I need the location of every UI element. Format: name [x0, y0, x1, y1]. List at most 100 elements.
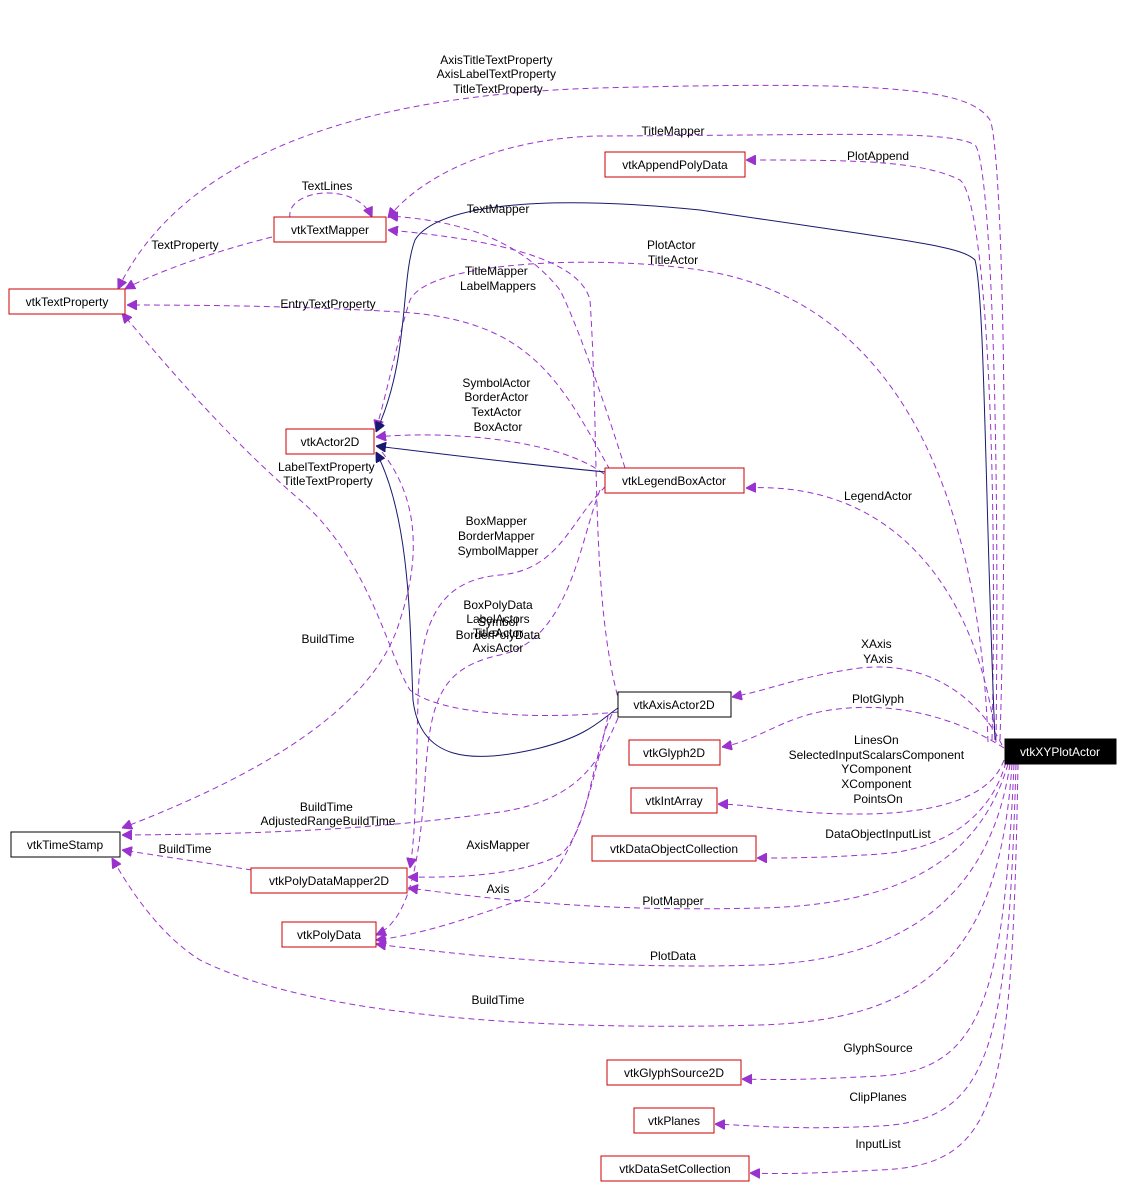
edge-axis-inherits-actor2d: [376, 452, 619, 757]
node-vtkAxisActor2D[interactable]: vtkAxisActor2D: [617, 691, 732, 718]
edge-label-glyph-source: GlyphSource: [843, 1041, 913, 1055]
edge-build-time-bottom: [112, 763, 1013, 1027]
edge-label-build-time-mapper: BuildTime: [159, 842, 212, 856]
edge-label-data-object-input-list: DataObjectInputList: [825, 827, 931, 841]
node-vtkDataObjectCollection[interactable]: vtkDataObjectCollection: [591, 835, 757, 862]
edge-title-mapper: [388, 133, 998, 741]
edge-label-axis-actor: AxisActor: [473, 641, 524, 655]
edge-label-box-poly-data: BoxPolyData: [463, 598, 533, 612]
node-vtkGlyph2D[interactable]: vtkGlyph2D: [628, 739, 721, 766]
edge-label-title-mapper: TitleMapper: [642, 124, 705, 138]
node-label: vtkGlyphSource2D: [624, 1066, 724, 1080]
node-label: vtkTextProperty: [26, 295, 109, 309]
edge-glyph-source: [742, 763, 1015, 1080]
node-label: vtkGlyph2D: [643, 746, 705, 760]
node-label: vtkLegendBoxActor: [622, 474, 726, 488]
edge-box-mapper: [410, 485, 607, 868]
edge-legend-text-mapper: [388, 216, 626, 469]
edge-clip-planes: [715, 763, 1017, 1128]
edges: [112, 84, 1019, 1174]
node-label: vtkActor2D: [301, 435, 360, 449]
edge-legend-actor: [746, 488, 997, 743]
edge-axis: [376, 715, 609, 940]
node-vtkTextProperty[interactable]: vtkTextProperty: [8, 288, 126, 315]
node-vtkDataSetCollection[interactable]: vtkDataSetCollection: [600, 1155, 750, 1182]
edge-label-box-mapper: BoxMapper BorderMapper SymbolMapper: [458, 514, 539, 558]
edge-label-symbol: Symbol: [478, 615, 518, 629]
edge-text-property: [125, 236, 273, 289]
edge-label-label-text-property: LabelTextProperty TitleTextProperty: [278, 460, 378, 488]
edge-label-title-mapper-label-mappers: TitleMapper LabelMappers: [460, 264, 536, 293]
edge-label-axis: Axis: [487, 882, 510, 896]
edge-label-border-poly-data: BorderPolyData: [456, 628, 541, 642]
node-vtkXYPlotActor[interactable]: vtkXYPlotActor: [1004, 738, 1117, 765]
edge-label-plot-data: PlotData: [650, 949, 696, 963]
node-vtkLegendBoxActor[interactable]: vtkLegendBoxActor: [604, 467, 745, 494]
node-label: vtkPlanes: [648, 1114, 700, 1128]
node-vtkPlanes[interactable]: vtkPlanes: [633, 1107, 715, 1134]
edge-plot-append: [746, 160, 994, 741]
edge-label-axis-mapper: AxisMapper: [466, 838, 529, 852]
edge-label-text-mapper: TextMapper: [467, 202, 530, 216]
node-vtkIntArray[interactable]: vtkIntArray: [630, 787, 718, 814]
node-label: vtkAppendPolyData: [622, 158, 728, 172]
node-label: vtkPolyData: [297, 928, 361, 942]
node-vtkGlyphSource2D[interactable]: vtkGlyphSource2D: [606, 1059, 742, 1086]
edge-plot-glyph: [722, 706, 1005, 748]
edge-plot-actor: [376, 261, 989, 743]
edge-plot-data: [376, 763, 1011, 967]
nodes: vtkAppendPolyData vtkTextMapper vtkTextP…: [8, 151, 1117, 1182]
edge-axis-title-mappers: [388, 230, 621, 706]
edge-label-legend-actor: LegendActor: [844, 489, 912, 503]
edge-lines-on: [718, 759, 1005, 815]
node-vtkTimeStamp[interactable]: vtkTimeStamp: [10, 831, 121, 858]
edge-label-build-time-bottom: BuildTime: [472, 993, 525, 1007]
edge-label-plot-mapper: PlotMapper: [642, 894, 703, 908]
edge-xyplot-inherits-actor2d: [376, 202, 996, 741]
node-vtkActor2D[interactable]: vtkActor2D: [285, 428, 375, 455]
edge-label-plot-append: PlotAppend: [847, 149, 909, 163]
edge-axis-mapper: [408, 713, 613, 877]
edge-symbol-actor: [376, 435, 605, 475]
node-vtkAppendPolyData[interactable]: vtkAppendPolyData: [604, 151, 746, 178]
edge-legend-inherits-actor2d: [376, 446, 607, 473]
node-label: vtkDataSetCollection: [619, 1162, 730, 1176]
edge-plot-mapper: [408, 763, 1009, 910]
node-vtkPolyData[interactable]: vtkPolyData: [281, 921, 377, 948]
edge-label-axis-title-text-property: AxisTitleTextProperty AxisLabelTextPrope…: [437, 53, 560, 96]
node-label: vtkDataObjectCollection: [610, 842, 738, 856]
edge-label-label-actors: LabelActors: [466, 612, 529, 626]
edge-label-input-list: InputList: [855, 1137, 901, 1151]
edge-build-time-adjusted: [122, 717, 619, 835]
edge-label-text-property: TextProperty: [151, 238, 218, 252]
edge-label-build-time-left: BuildTime: [302, 632, 355, 646]
node-label: vtkTextMapper: [291, 223, 369, 237]
edge-axis-title-text-property: [118, 84, 1005, 741]
node-label: vtkAxisActor2D: [633, 698, 715, 712]
edge-input-list: [750, 763, 1019, 1174]
edge-label-plot-actor: PlotActor TitleActor: [647, 238, 699, 267]
edge-label-entry-text-property: EntryTextProperty: [280, 297, 375, 311]
node-label: vtkPolyDataMapper2D: [269, 874, 389, 888]
edge-xaxis-yaxis: [732, 666, 1003, 746]
edge-text-lines: [289, 192, 372, 219]
edge-label-xaxis-yaxis: XAxis YAxis: [861, 637, 895, 666]
edge-label-text-property: [122, 313, 619, 716]
node-vtkPolyDataMapper2D[interactable]: vtkPolyDataMapper2D: [250, 867, 408, 894]
node-label: vtkIntArray: [645, 794, 702, 808]
edge-label-title-actor: TitleActor: [473, 626, 523, 640]
edge-build-time-mapper: [122, 850, 253, 871]
node-label: vtkTimeStamp: [27, 838, 104, 852]
edge-label-symbol-actor: SymbolActor BorderActor TextActor BoxAct…: [462, 376, 533, 434]
node-label: vtkXYPlotActor: [1020, 745, 1100, 759]
node-vtkTextMapper[interactable]: vtkTextMapper: [273, 216, 387, 243]
edge-build-time-actor: [122, 451, 414, 828]
edge-label-text-lines: TextLines: [302, 179, 353, 193]
edge-label-build-time-adjusted: BuildTime AdjustedRangeBuildTime: [261, 800, 396, 828]
edge-label-plot-glyph: PlotGlyph: [852, 692, 904, 706]
edge-entry-text-property: [127, 305, 611, 471]
edge-label-lines-on: LinesOn SelectedInputScalarsComponent YC…: [789, 733, 968, 806]
edge-label-clip-planes: ClipPlanes: [849, 1090, 906, 1104]
edge-labels: AxisTitleTextProperty AxisLabelTextPrope…: [151, 53, 968, 1151]
